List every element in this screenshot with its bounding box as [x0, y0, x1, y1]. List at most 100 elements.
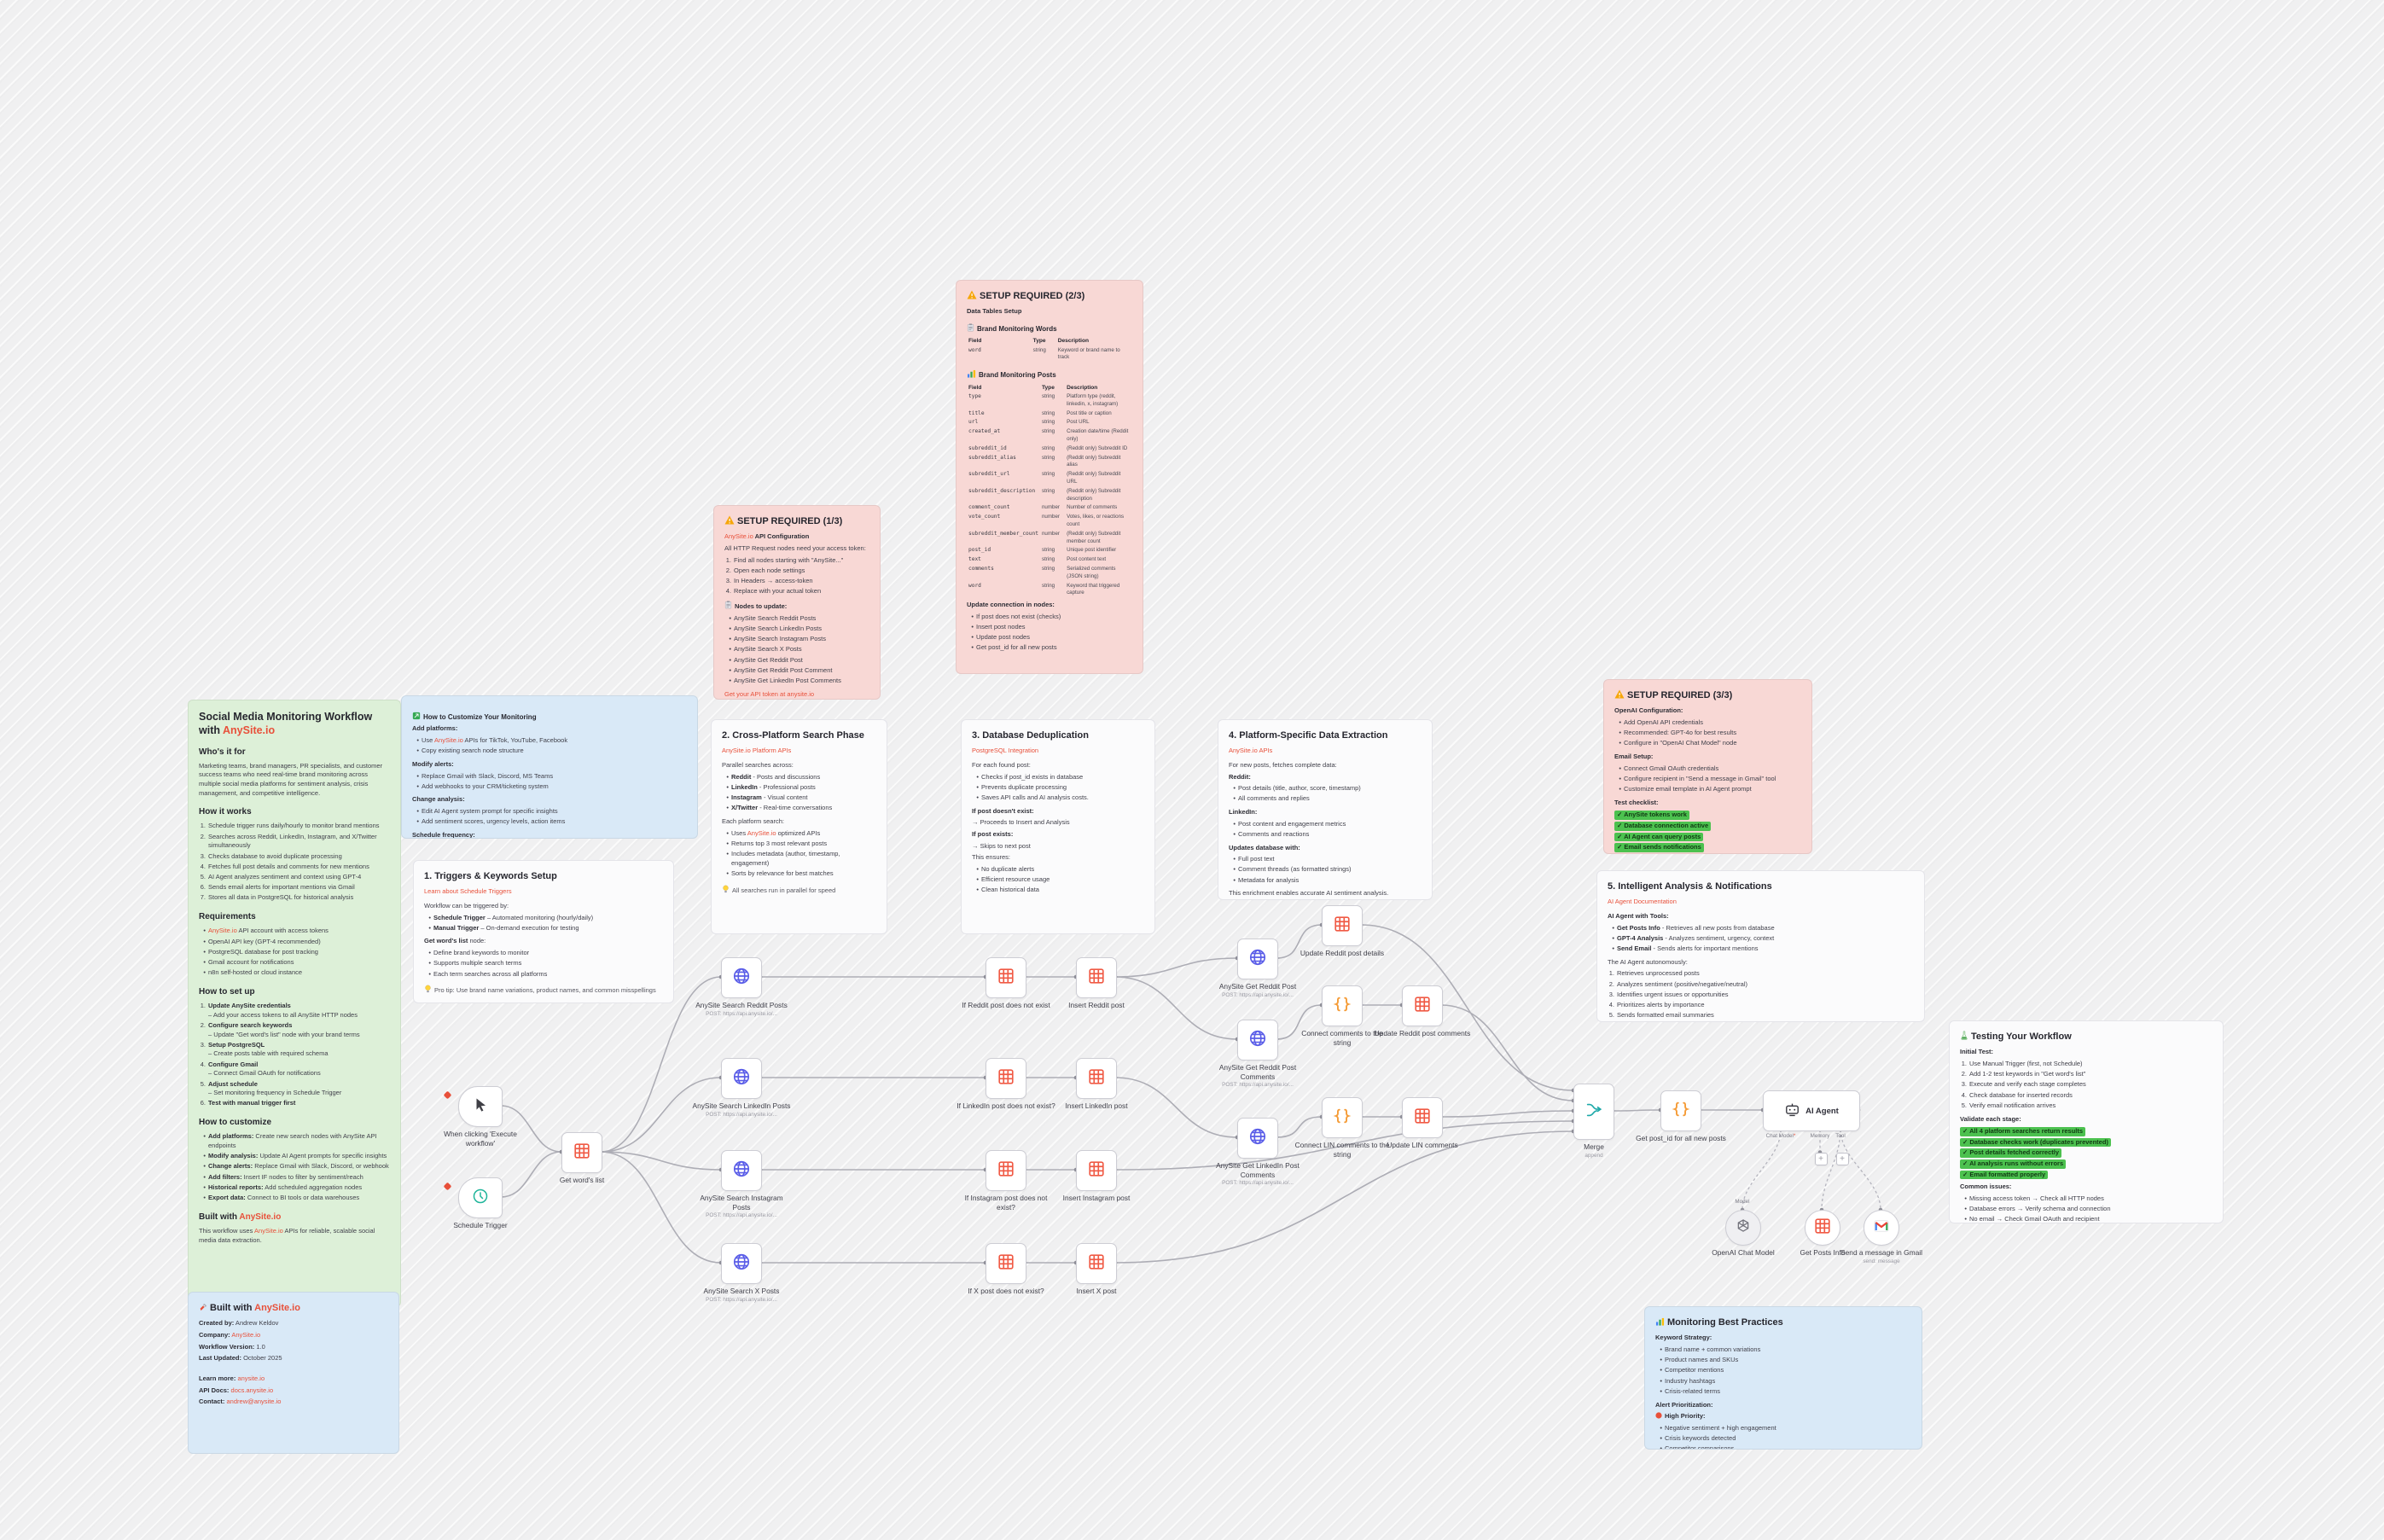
cursor-icon — [473, 1097, 488, 1117]
list-item: •Connect Gmail OAuth credentials — [1619, 764, 1719, 772]
get-words[interactable]: Get word's list — [560, 1132, 604, 1184]
insert-linkedin[interactable]: Insert LinkedIn post — [1065, 1058, 1128, 1110]
sticky-note-setup-1[interactable]: SETUP REQUIRED (1/3)AnySite.io API Confi… — [713, 505, 881, 700]
get-postid[interactable]: Get post_id for all new posts — [1636, 1090, 1726, 1142]
list-item: •Modify analysis: Update AI Agent prompt… — [203, 1152, 387, 1160]
note-block-ul: •No duplicate alerts•Efficient resource … — [972, 865, 1144, 895]
plus1[interactable]: + — [1814, 1152, 1828, 1165]
connection — [1440, 1110, 1574, 1118]
connection — [1114, 976, 1238, 1040]
insert-x[interactable]: Insert X post — [1076, 1243, 1117, 1295]
list-item: •AnySite.io API account with access toke… — [203, 927, 329, 935]
list-item: •Instagram - Visual content — [726, 793, 808, 802]
update-reddit-details[interactable]: Update Reddit post details — [1300, 905, 1384, 957]
note-block-ul: •If post does not exist (checks)•Insert … — [967, 613, 1132, 653]
convert-lin[interactable]: Connect LIN comments to the string — [1295, 1097, 1389, 1159]
note-block-h2: How it works — [199, 807, 252, 817]
ai-agent[interactable]: AI Agent — [1763, 1090, 1860, 1131]
if-linkedin[interactable]: If LinkedIn post does not exist? — [957, 1058, 1055, 1110]
sticky-note-setup-3[interactable]: SETUP REQUIRED (3/3)OpenAI Configuration… — [1603, 679, 1812, 854]
list-item: •AnySite Search LinkedIn Posts — [729, 624, 822, 632]
note-block-p: If post exists: — [972, 829, 1014, 838]
note-block-ul: •Post content and engagement metrics•Com… — [1229, 820, 1422, 840]
list-item: •Supports multiple search terms — [428, 959, 522, 968]
if-reddit[interactable]: If Reddit post does not exist — [962, 957, 1050, 1009]
node-label: Update Reddit post comments — [1374, 1029, 1471, 1037]
node-subtitle: append — [1584, 1152, 1603, 1159]
note-block-ul: •Missing access token → Check all HTTP n… — [1960, 1194, 2212, 1223]
connection — [500, 1151, 562, 1198]
update-lin[interactable]: Update LIN comments — [1387, 1097, 1458, 1149]
get-posts-info[interactable]: Get Posts Info — [1800, 1210, 1846, 1257]
list-item: •Crisis-related terms — [1660, 1386, 1721, 1395]
note-block-link: Learn about Schedule Triggers — [424, 887, 512, 896]
note-block-h1: SETUP REQUIRED (2/3) — [967, 290, 1132, 302]
list-item: 2.Add 1-2 test keywords in "Get word's l… — [1961, 1070, 2086, 1078]
list-item: •X/Twitter - Real-time conversations — [726, 804, 833, 812]
note-block-p: Email Setup: — [1614, 753, 1654, 761]
openai-model[interactable]: OpenAI Chat Model — [1712, 1210, 1775, 1257]
node-subtitle: POST: https://api.anysite.io/... — [1222, 1082, 1294, 1088]
note-block-ul: •Checks if post_id exists in database•Pr… — [972, 773, 1144, 803]
sticky-note-overview[interactable]: Social Media Monitoring Workflow with An… — [188, 700, 401, 1307]
list-item: •Define brand keywords to monitor — [428, 949, 530, 957]
insert-instagram[interactable]: Insert Instagram post — [1063, 1150, 1130, 1202]
list-item: 4.Prioritizes alerts by importance — [1608, 1001, 1705, 1009]
note-block-p: AI Agent with Tools: — [1608, 911, 1669, 920]
note-block-h1: 5. Intelligent Analysis & Notifications — [1608, 881, 1772, 892]
note-block-ul: •Post details (title, author, score, tim… — [1229, 784, 1422, 804]
list-item: •Missing access token → Check all HTTP n… — [1964, 1194, 2104, 1202]
note-block-p: Data Tables Setup — [967, 307, 1022, 316]
list-item: •AnySite Search Instagram Posts — [729, 635, 826, 643]
note-block-p: → Proceeds to Insert and Analysis — [972, 818, 1070, 827]
port-label: Tool — [1835, 1133, 1846, 1139]
connection — [1276, 1116, 1323, 1138]
insert-reddit[interactable]: Insert Reddit post — [1068, 957, 1125, 1009]
convert-comments[interactable]: Connect comments to the string — [1301, 985, 1383, 1047]
note-block-h1: Social Media Monitoring Workflow with An… — [199, 711, 373, 737]
if-instagram[interactable]: If Instagram post does not exist? — [965, 1150, 1047, 1212]
note-block-ul: •Reddit - Posts and discussions•LinkedIn… — [722, 773, 876, 813]
note-block-p: Contact: andrew@anysite.io — [199, 1398, 282, 1406]
plus2[interactable]: + — [1835, 1152, 1849, 1165]
if-x[interactable]: If X post does not exist? — [968, 1243, 1044, 1295]
note-block-ol: 1.Schedule trigger runs daily/hourly to … — [199, 822, 390, 903]
check-item: ✓ All 4 platform searches return results — [1960, 1127, 2086, 1136]
table-icon — [573, 1142, 591, 1165]
warning-icon — [967, 290, 977, 302]
schedule-trigger[interactable]: Schedule Trigger — [453, 1177, 508, 1229]
list-item: 5.Sends formatted email summaries — [1608, 1011, 1714, 1020]
connection — [1741, 1129, 1782, 1211]
manual-trigger[interactable]: When clicking 'Execute workflow' — [444, 1086, 517, 1148]
clock-icon — [472, 1188, 489, 1209]
update-reddit-comments[interactable]: Update Reddit post comments — [1375, 985, 1470, 1037]
merge-icon — [1584, 1101, 1603, 1124]
code-icon — [1333, 1107, 1352, 1130]
note-block-ul: •Full post text•Comment threads (as form… — [1229, 855, 1422, 885]
list-item: •Add filters: Insert IF nodes to filter … — [203, 1172, 363, 1181]
check-item: ✓ AI analysis runs without errors — [1960, 1159, 2067, 1169]
list-item: •Change alerts: Replace Gmail with Slack… — [203, 1162, 389, 1171]
